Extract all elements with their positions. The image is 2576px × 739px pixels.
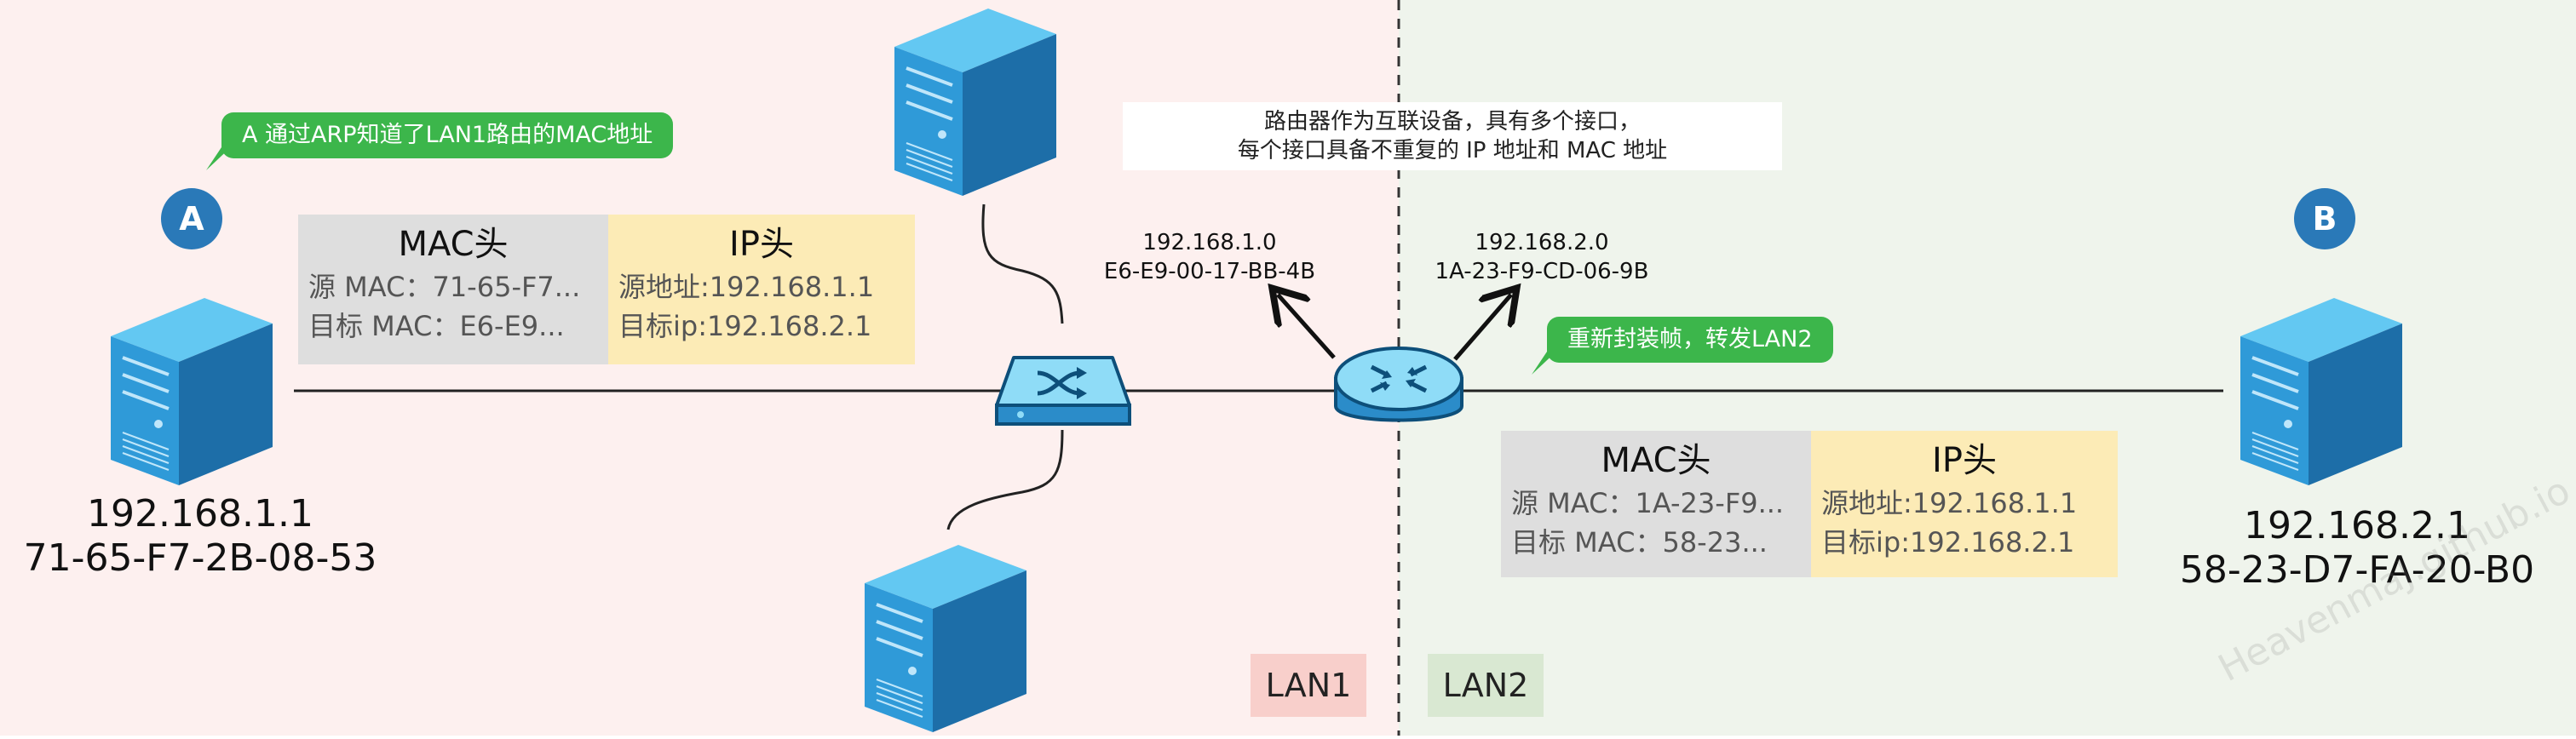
- lan2-mac-header: MAC头 源 MAC：1A-23-F9... 目标 MAC：58-23...: [1501, 431, 1811, 577]
- lan1-mac-title: MAC头: [398, 225, 509, 264]
- lan1-mac-src: 源 MAC：71-65-F7...: [308, 271, 581, 303]
- arp-learned-text: A 通过ARP知道了LAN1路由的MAC地址: [221, 112, 674, 158]
- host-a-mac: 71-65-F7-2B-08-53: [23, 536, 377, 580]
- lan2-ip-title: IP头: [1932, 441, 1997, 480]
- lan1-ip-src: 源地址:192.168.1.1: [618, 271, 875, 303]
- host-a-address: 192.168.1.1 71-65-F7-2B-08-53: [0, 492, 400, 581]
- host-b-badge: B: [2294, 188, 2355, 249]
- host-b-server-icon: [2240, 298, 2411, 485]
- host-b-mac: 58-23-D7-FA-20-B0: [2179, 548, 2535, 592]
- bottom-server-cable: [946, 429, 1064, 530]
- router-lan1-interface: 192.168.1.0 E6-E9-00-17-BB-4B: [1099, 228, 1320, 286]
- lan2-label: LAN2: [1428, 654, 1544, 717]
- lan1-interface-arrow: [1278, 295, 1336, 359]
- lan2-mac-title: MAC头: [1601, 441, 1711, 480]
- host-b-ip: 192.168.2.1: [2244, 504, 2470, 547]
- reframe-text: 重新封装帧，转发LAN2: [1547, 317, 1833, 363]
- host-b-address: 192.168.2.1 58-23-D7-FA-20-B0: [2138, 504, 2576, 593]
- lan1-bottom-server-icon: [865, 545, 1035, 736]
- host-a-server-icon: [111, 298, 281, 485]
- router-lan2-interface: 192.168.2.0 1A-23-F9-CD-06-9B: [1414, 228, 1670, 286]
- lan2-interface-arrow: [1453, 295, 1511, 361]
- router-note-line1: 路由器作为互联设备，具有多个接口，: [1263, 109, 1641, 135]
- lan1-ip-title: IP头: [729, 225, 794, 264]
- lan1-ip-dst: 目标ip:192.168.2.1: [618, 310, 872, 342]
- router-lan1-ip: 192.168.1.0: [1142, 230, 1277, 255]
- lan1-ip-header: IP头 源地址:192.168.1.1 目标ip:192.168.2.1: [608, 215, 915, 364]
- lan2-ip-header: IP头 源地址:192.168.1.1 目标ip:192.168.2.1: [1811, 431, 2118, 577]
- lan1-mac-dst: 目标 MAC：E6-E9...: [308, 310, 565, 342]
- router-lan2-mac: 1A-23-F9-CD-06-9B: [1435, 259, 1649, 284]
- router-lan1-mac: E6-E9-00-17-BB-4B: [1103, 259, 1316, 284]
- router-note-line2: 每个接口具备不重复的 IP 地址和 MAC 地址: [1237, 138, 1668, 163]
- host-a-badge: A: [161, 188, 222, 249]
- lan1-mac-header: MAC头 源 MAC：71-65-F7... 目标 MAC：E6-E9...: [298, 215, 608, 364]
- switch-icon: [995, 356, 1131, 426]
- router-icon: [1334, 345, 1463, 440]
- top-server-cable: [981, 203, 1064, 324]
- lan1-top-server-icon: [894, 9, 1065, 196]
- lan2-ip-src: 源地址:192.168.1.1: [1821, 487, 2078, 519]
- host-a-ip: 192.168.1.1: [87, 492, 313, 536]
- lan2-mac-src: 源 MAC：1A-23-F9...: [1511, 487, 1785, 519]
- router-note: 路由器作为互联设备，具有多个接口， 每个接口具备不重复的 IP 地址和 MAC …: [1123, 102, 1782, 170]
- router-lan2-ip: 192.168.2.0: [1475, 230, 1609, 255]
- lan1-label: LAN1: [1251, 654, 1366, 717]
- lan2-mac-dst: 目标 MAC：58-23...: [1511, 526, 1768, 559]
- lan2-ip-dst: 目标ip:192.168.2.1: [1821, 526, 2075, 559]
